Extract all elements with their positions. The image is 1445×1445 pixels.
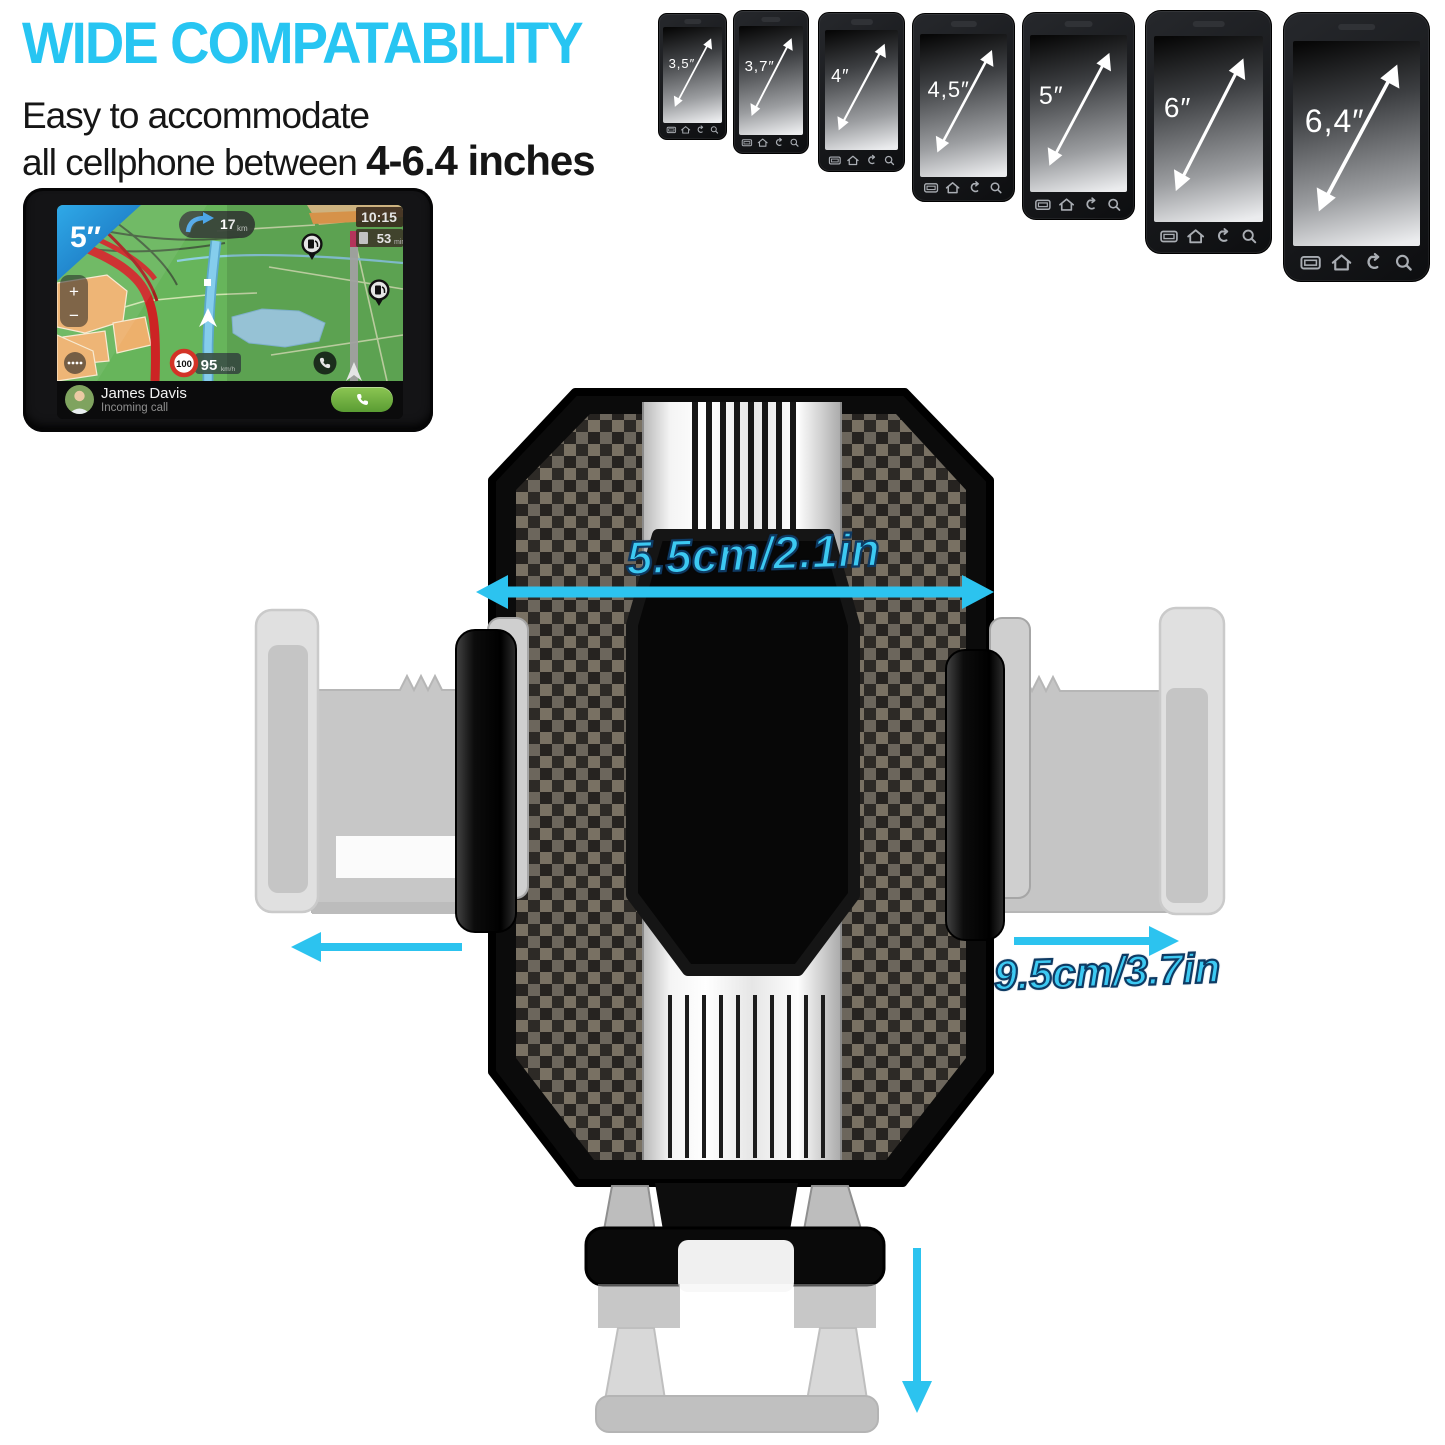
holder-main-body (488, 388, 994, 1187)
phone-size-label: 3,5″ (668, 55, 696, 71)
phone-size-4: 4″ (818, 12, 905, 172)
subtitle: Easy to accommodate all cellphone betwee… (22, 95, 662, 185)
left-clamp (455, 629, 517, 933)
turn-distance: 17 (220, 216, 236, 232)
width-arrow-head-right (962, 575, 994, 609)
right-clamp (945, 649, 1005, 941)
page-title: WIDE COMPATABILITY (22, 11, 584, 76)
phone-size-label: 6,4″ (1304, 102, 1365, 139)
bottom-pinstripes (668, 995, 825, 1158)
phone-screen: 6,4″ (1293, 41, 1420, 247)
phone-screen: 3,5″ (663, 27, 722, 123)
bottom-cradle (584, 1183, 886, 1292)
phone-speaker (1192, 20, 1225, 27)
center-grip-pad (626, 529, 860, 976)
phone-screen: 4″ (824, 29, 899, 151)
route-arrow-marker (199, 308, 217, 327)
bottom-cradle-extended-ghost (595, 1284, 879, 1433)
phone-size-3-5: 3,5″ (658, 13, 727, 140)
traffic-mini-icon (359, 232, 368, 244)
phone-size-6: 6″ (1145, 10, 1272, 254)
map-zoom-control: + − (60, 275, 88, 327)
turn-instruction: 17 km (179, 211, 255, 238)
phone-speaker (950, 21, 977, 28)
left-extend-arrow-head (291, 932, 321, 962)
phone-size-3-7: 3,7″ (733, 10, 809, 154)
phone-speaker (1337, 23, 1376, 30)
speed-unit: km/h (221, 366, 235, 373)
right-arm-extended-ghost (999, 606, 1226, 916)
phone-screen: 5″ (1030, 34, 1127, 193)
answer-call-button (331, 387, 393, 412)
position-chevron (346, 362, 362, 381)
phone-size-label: 4,5″ (927, 76, 970, 102)
width-measurement-label: 5.5cm/2.1in (624, 521, 881, 585)
phone-size-4-5: 4,5″ (912, 13, 1015, 202)
speed-display: 95 km/h 100 (169, 348, 241, 378)
phone-size-label: 4″ (831, 65, 850, 86)
gps-screen: 17 km 10:15 53 min 95 km/h (57, 205, 403, 419)
extension-measurement-label: 9.5cm/3.7in (992, 943, 1222, 1000)
subtitle-line2: all cellphone between (22, 142, 367, 184)
eta-unit: min (394, 239, 403, 246)
map-phone-button (313, 351, 337, 375)
current-speed: 95 (201, 357, 218, 374)
phone-speaker (683, 19, 702, 24)
cradle-opening (678, 1240, 794, 1292)
phone-screen: 3,7″ (738, 25, 804, 135)
header: WIDE COMPATABILITY Easy to accommodate a… (22, 10, 662, 185)
width-arrow-head-left (476, 575, 508, 609)
gps-navigator-device: 17 km 10:15 53 min 95 km/h (23, 188, 433, 432)
zoom-in-button: + (69, 282, 79, 301)
dimension-arrows (291, 575, 1179, 1413)
phone-size-label: 3,7″ (744, 58, 775, 76)
phone-size-6-4: 6,4″ (1283, 12, 1430, 282)
phone-speaker (761, 16, 781, 23)
right-extend-arrow-head (1149, 926, 1179, 956)
eta-minutes: 53 (377, 231, 391, 246)
subtitle-line1: Easy to accommodate (22, 95, 370, 136)
phone-screen: 6″ (1154, 36, 1263, 222)
route-bar (350, 247, 358, 381)
phone-size-label: 5″ (1038, 81, 1064, 110)
caller-name: James Davis (101, 385, 187, 402)
phone-speaker (1064, 21, 1093, 28)
call-status: Incoming call (101, 402, 169, 414)
trip-info: 10:15 53 min (356, 207, 403, 247)
screen-size-badge: 5″ (57, 205, 141, 281)
phone-screen: 4,5″ (919, 33, 1008, 177)
gps-map: 17 km 10:15 53 min 95 km/h (57, 205, 403, 382)
speed-limit-value: 100 (176, 359, 192, 370)
down-extend-arrow-head (902, 1381, 932, 1413)
subtitle-size-range: 4-6.4 inches (366, 137, 595, 185)
screen-size-value: 5″ (70, 221, 101, 254)
arrival-time: 10:15 (361, 209, 397, 225)
top-pinstripes (692, 402, 796, 560)
phone-speaker (850, 19, 873, 26)
turn-distance-unit: km (237, 224, 248, 233)
turn-arrow-icon (185, 215, 206, 233)
zoom-out-button: − (69, 306, 79, 325)
phone-size-label: 6″ (1163, 91, 1192, 123)
caller-avatar (65, 385, 94, 414)
map-lake (231, 308, 326, 348)
left-arm-window (336, 836, 458, 878)
incoming-call-bar: James Davis Incoming call (57, 381, 403, 419)
map-route (199, 240, 222, 381)
speed-limit-sign (169, 348, 199, 378)
phone-size-5: 5″ (1022, 12, 1135, 220)
map-menu-button (64, 352, 86, 374)
